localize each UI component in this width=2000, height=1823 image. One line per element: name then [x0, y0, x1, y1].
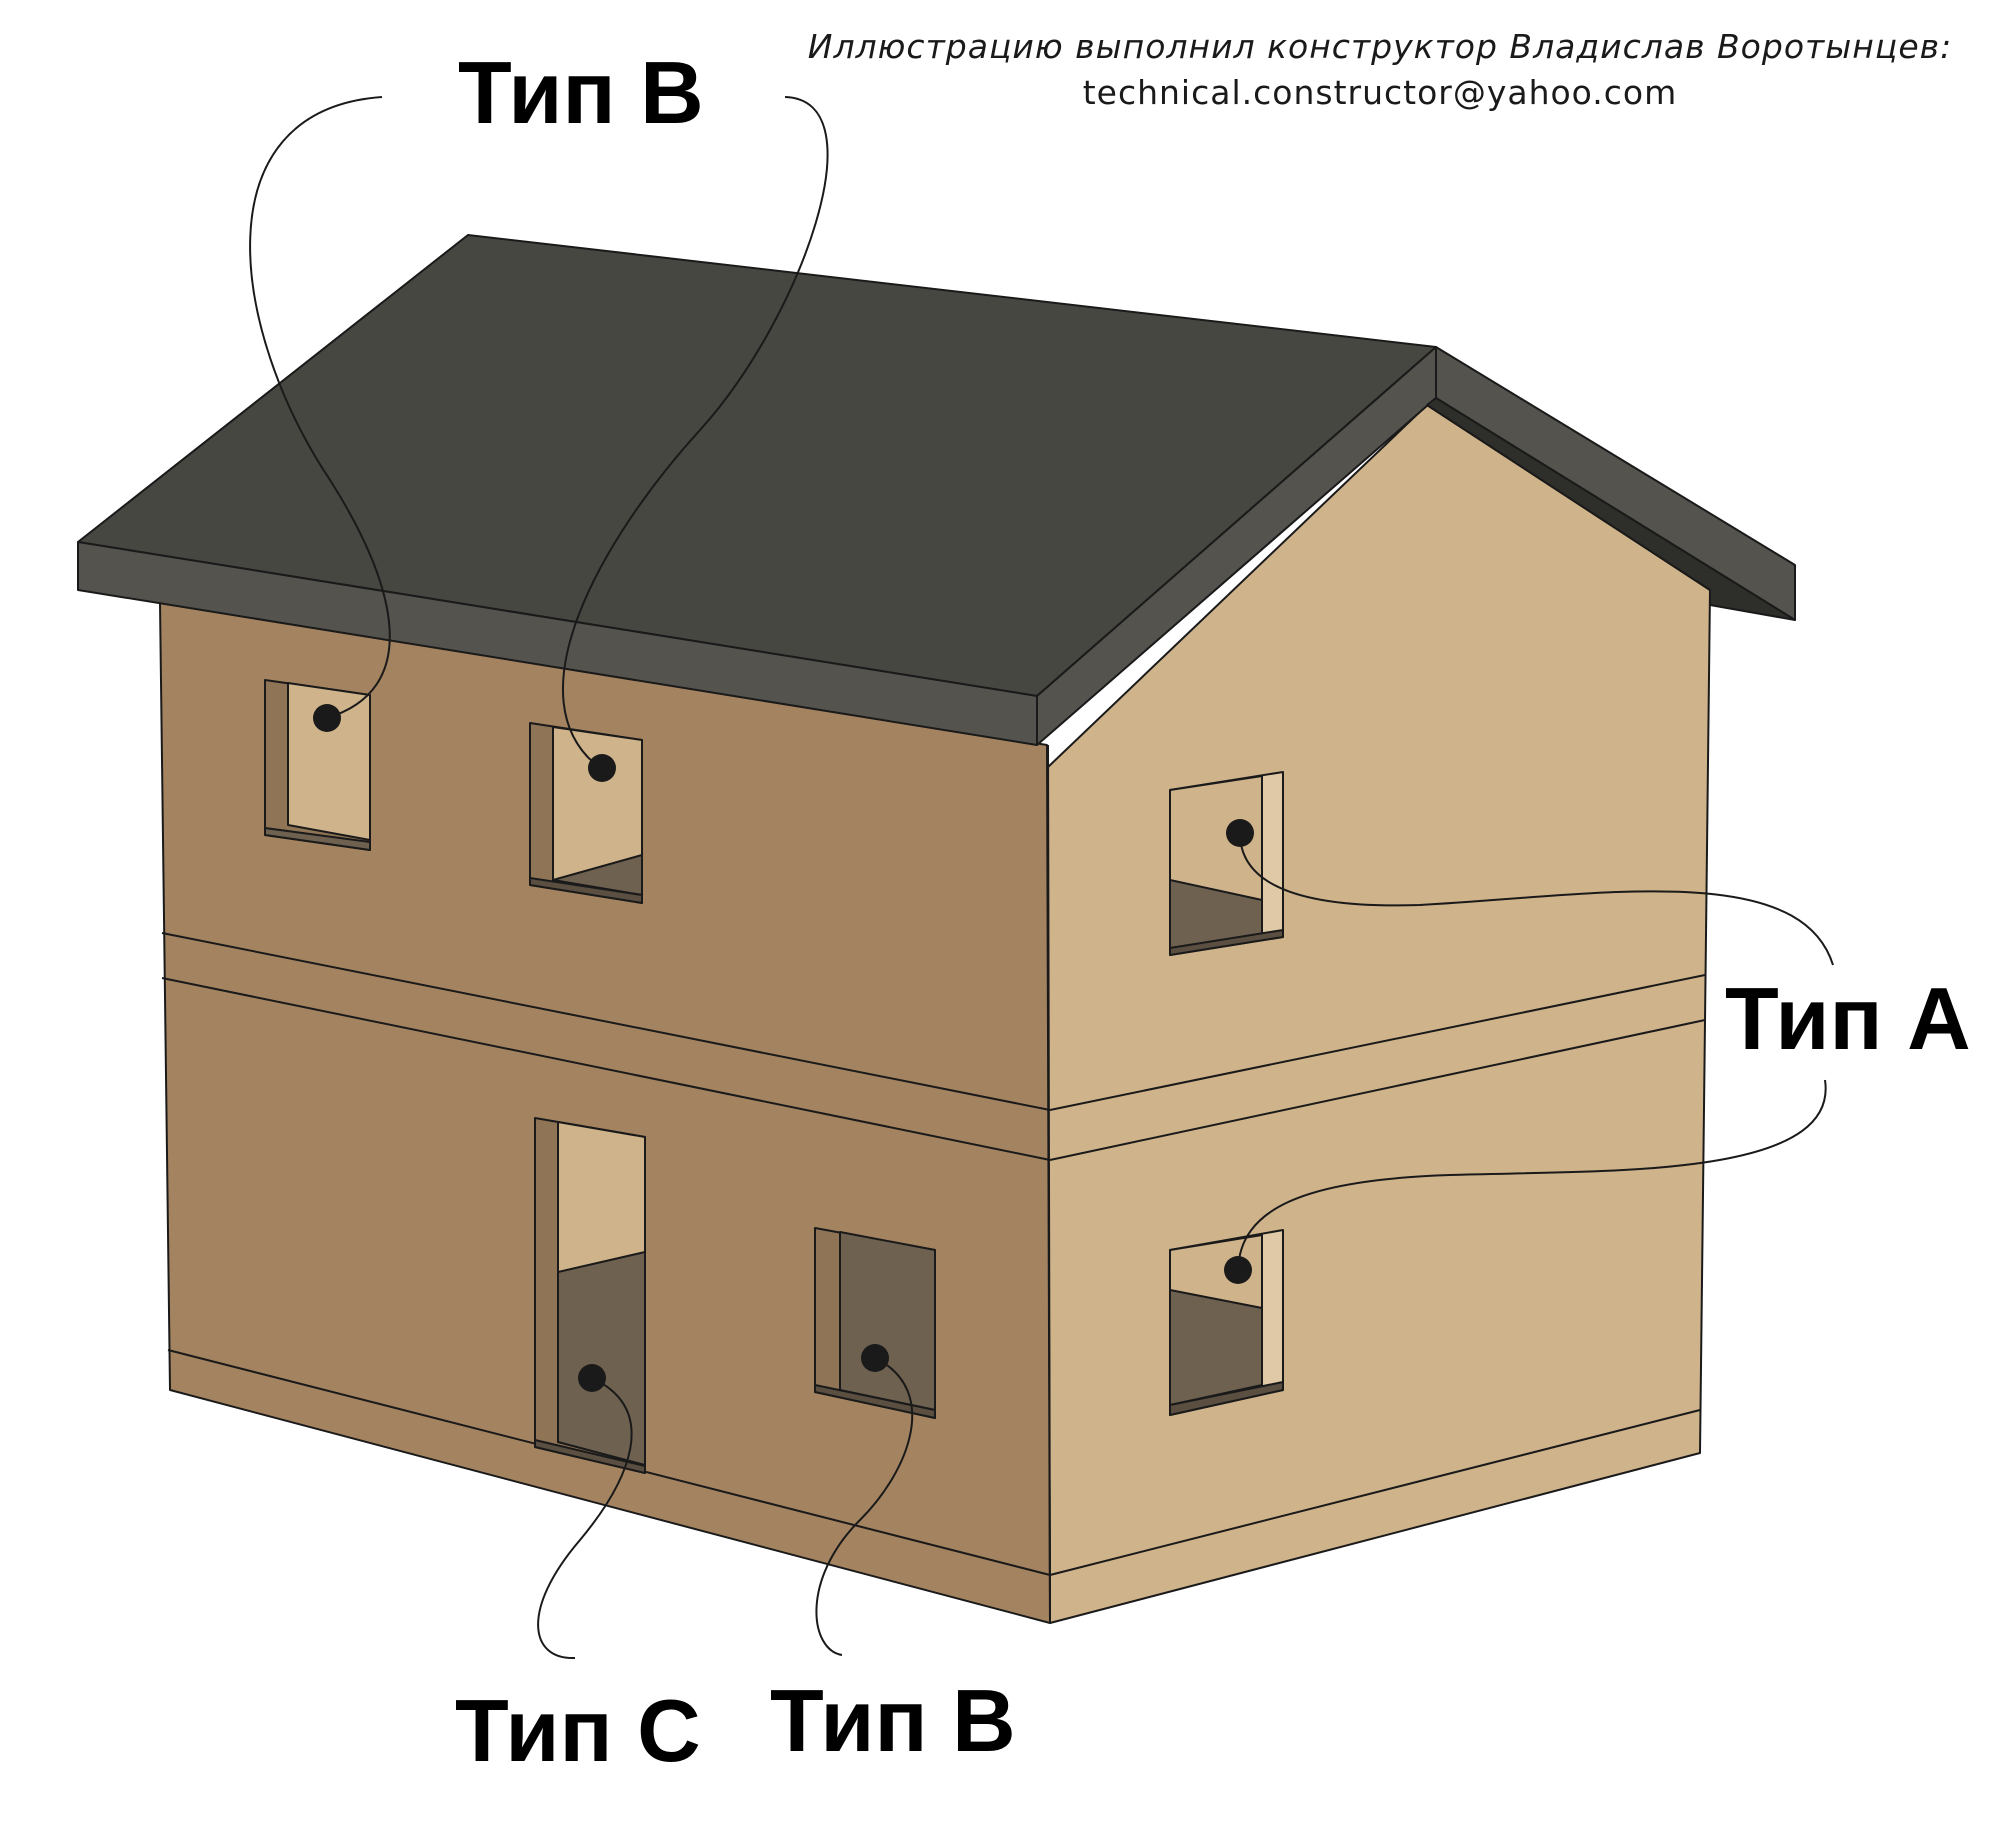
floor-band-front-upper: [161, 932, 1051, 1111]
marker-dot: [861, 1344, 889, 1372]
leader-bottom-left: [537, 1377, 633, 1660]
roof-underside: [1426, 397, 1796, 621]
marker-dot: [313, 704, 341, 732]
window-upper-middle: [529, 722, 643, 904]
credit-author: Иллюстрацию выполнил конструктор Владисл…: [807, 27, 1953, 66]
wall-corner: [1047, 744, 1051, 1624]
window-upper-side: [1169, 771, 1284, 956]
floor-band-front-lower: [161, 977, 1051, 1161]
marker-dot: [1226, 819, 1254, 847]
label-type-b-top: Тип B: [458, 43, 704, 142]
leader-right-lower: [1237, 1079, 1827, 1271]
label-type-c: Тип C: [455, 1681, 701, 1780]
leader-bottom-right: [815, 1357, 914, 1656]
leader-right-upper: [1239, 832, 1834, 966]
credit-block: Иллюстрацию выполнил конструктор Владисл…: [780, 24, 1980, 116]
marker-dot: [1224, 1256, 1252, 1284]
window-lower-front: [814, 1227, 936, 1419]
floor-band-side-upper: [1049, 974, 1706, 1111]
door-lower: [534, 1117, 646, 1474]
label-type-b-bottom: Тип B: [770, 1671, 1016, 1770]
marker-dot: [578, 1364, 606, 1392]
window-upper-left: [264, 679, 371, 851]
floor-band-side-lower: [1049, 1019, 1706, 1161]
leader-top-right: [562, 96, 829, 769]
window-lower-side: [1169, 1229, 1284, 1416]
plinth-side: [1049, 1409, 1701, 1576]
credit-email: technical.constructor@yahoo.com: [1082, 73, 1678, 112]
marker-dot: [588, 754, 616, 782]
leader-top-left: [249, 96, 391, 719]
label-type-a: Тип A: [1725, 969, 1971, 1068]
